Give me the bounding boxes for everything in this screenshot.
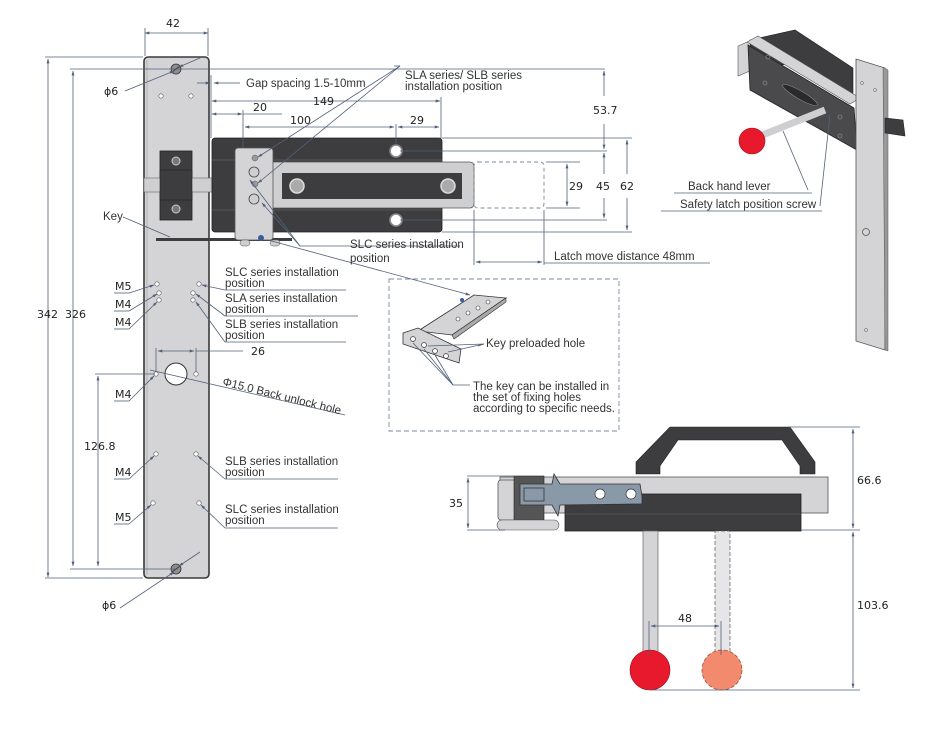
dim-gap-bracket: 20 bbox=[253, 101, 267, 114]
dim-latch-total: 149 bbox=[313, 95, 334, 108]
dim-hole-pitch: 45 bbox=[596, 180, 610, 193]
dimension-lines bbox=[45, 28, 710, 579]
callout-right-3-1: SLB series installation bbox=[225, 456, 338, 468]
callout-right-2-1: SLB series installation bbox=[225, 319, 338, 331]
key bbox=[156, 238, 292, 241]
latch-bolt bbox=[263, 161, 545, 209]
label-latch-move: Latch move distance 48mm bbox=[554, 251, 695, 263]
key-note-line2: the set of fixing holes bbox=[473, 392, 581, 404]
label-key: Key bbox=[103, 211, 123, 223]
back-hand-lever-bar bbox=[753, 106, 827, 142]
label-sla-slb-1: SLA series/ SLB series bbox=[405, 70, 522, 82]
back-unlock-hole bbox=[164, 362, 188, 386]
label-key-preloaded: Key preloaded hole bbox=[486, 338, 585, 350]
dim-plate-width: 42 bbox=[166, 17, 180, 30]
side-lever-knob bbox=[629, 649, 671, 691]
dim-top-hole-dia: ϕ6 bbox=[104, 85, 118, 98]
dim-lever-travel: 48 bbox=[678, 612, 692, 625]
callout-right-1-1: SLA series installation bbox=[225, 293, 338, 305]
dim-total-height: 342 bbox=[37, 308, 58, 321]
key-note-line3: according to specific needs. bbox=[473, 403, 615, 415]
callout-right-0-1: SLC series installation bbox=[225, 267, 339, 279]
label-sla-slb-2: installation position bbox=[405, 81, 502, 93]
callout-left-2: M4 bbox=[115, 316, 132, 329]
callout-left-3: M4 bbox=[115, 388, 132, 401]
callout-right-4-1: SLC series installation bbox=[225, 504, 339, 516]
callout-left-0: M5 bbox=[115, 280, 132, 293]
dim-top-to-hole: 53.7 bbox=[593, 104, 618, 117]
callout-right-2-2: position bbox=[225, 330, 265, 342]
mounting-bracket bbox=[234, 147, 281, 247]
callout-left-1: M4 bbox=[115, 298, 132, 311]
key-detail-box bbox=[388, 278, 620, 432]
dim-bottom-hole-dia: ϕ6 bbox=[102, 599, 116, 612]
side-view bbox=[466, 426, 860, 691]
key-note-line1: The key can be installed in bbox=[473, 381, 609, 393]
label-back-unlock: Φ15.0 Back unlock hole bbox=[221, 376, 342, 417]
strike-block bbox=[143, 150, 213, 221]
dim-hole-span: 326 bbox=[65, 308, 86, 321]
dim-bolt-height: 29 bbox=[569, 180, 583, 193]
dim-lever-length: 103.6 bbox=[857, 599, 889, 612]
dim-mount-offset: 126.8 bbox=[84, 440, 116, 453]
callout-right-3-2: position bbox=[225, 467, 265, 479]
callout-right-1-2: position bbox=[225, 304, 265, 316]
callout-right-4-2: position bbox=[225, 515, 265, 527]
mounting-plate bbox=[143, 56, 210, 579]
lever-knob bbox=[738, 127, 766, 155]
leader-lines bbox=[114, 57, 471, 609]
callout-right-0-2: position bbox=[225, 278, 265, 290]
label-gap-spacing: Gap spacing 1.5-10mm bbox=[246, 78, 366, 90]
label-slc-bracket-2: position bbox=[350, 253, 390, 265]
dim-thickness: 35 bbox=[449, 497, 463, 510]
callout-left-4: M4 bbox=[115, 466, 132, 479]
callout-left-5: M5 bbox=[115, 511, 132, 524]
dim-hole-spacing: 26 bbox=[251, 345, 265, 358]
side-lever-knob-ghost bbox=[701, 649, 743, 691]
dim-body-height: 62 bbox=[620, 180, 634, 193]
dim-bracket-hole: 100 bbox=[290, 114, 311, 127]
iso-assembly bbox=[661, 29, 906, 352]
label-safety-latch-screw: Safety latch position screw bbox=[680, 199, 817, 211]
label-slc-bracket-1: SLC series installation bbox=[350, 239, 464, 251]
label-back-hand-lever: Back hand lever bbox=[688, 181, 771, 193]
latch-ghost-position bbox=[473, 161, 545, 209]
dim-hole-end: 29 bbox=[410, 114, 424, 127]
dim-handle-height: 66.6 bbox=[857, 474, 882, 487]
